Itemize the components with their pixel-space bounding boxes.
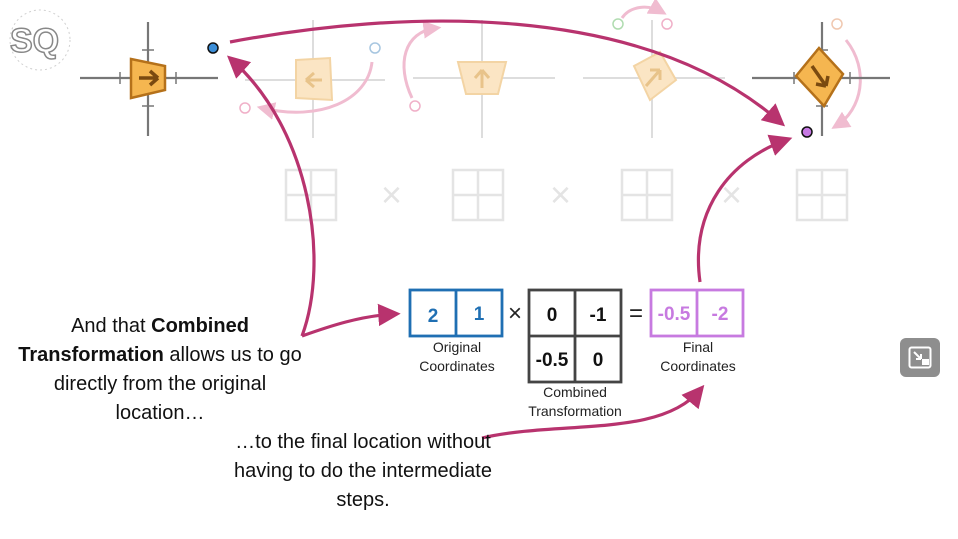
note-left-part1: And that [71,315,152,337]
to-original-point-arrow [227,55,316,337]
faded-times-3: × [721,174,742,215]
to-final-point-arrow [696,134,793,283]
final-x-value: -0.5 [658,304,691,325]
final-shape [794,46,845,109]
final-caption-line2: Coordinates [660,358,736,374]
final-location-note: …to the final location without having to… [234,431,492,511]
faded-step-arrows [256,0,862,129]
original-x-value: 2 [428,306,439,327]
note-left-bold: Combined Transformation [18,315,249,366]
pip-exit-button[interactable] [900,338,940,377]
equals-symbol: = [629,300,643,327]
final-point [801,126,813,138]
combined-d: 0 [593,350,604,371]
final-caption-line1: Final [683,339,713,355]
to-final-matrix-arrow [481,384,705,440]
faded-matrix-row [284,168,849,222]
direct-transform-arrow [229,19,786,127]
faded-shape-4 [632,50,678,102]
note-left-part2: allows us to go directly from the origin… [53,344,302,424]
original-y-value: 1 [474,304,485,325]
original-coordinates-matrix: 2 1 [408,288,504,338]
original-point [207,42,219,54]
final-y-value: -2 [712,304,729,325]
combined-caption-line1: Combined [543,384,607,400]
faded-shape-2 [295,56,334,102]
faded-times-1: × [381,174,402,215]
original-caption-line2: Coordinates [419,358,495,374]
combined-transformation-note: And that Combined Transformation allows … [10,312,310,428]
combined-transformation-matrix: 0 -1 -0.5 0 [527,288,623,384]
original-shape [129,57,167,100]
combined-a: 0 [547,305,558,326]
faded-times-2: × [550,174,571,215]
faded-dots [239,18,843,114]
combined-b: -1 [590,305,607,326]
sq-logo-text: SQ [10,22,59,60]
picture-in-picture-exit-icon [908,346,932,369]
to-original-matrix-arrow [301,303,401,338]
connector-arrows [227,19,793,440]
times-symbol: × [508,300,522,327]
original-caption-line1: Original [433,339,481,355]
faded-shape-3 [456,61,508,95]
final-coordinates-matrix: -0.5 -2 [649,288,745,338]
sq-logo: SQ [9,9,71,71]
combined-c: -0.5 [536,350,569,371]
combined-caption-line2: Transformation [528,403,622,419]
